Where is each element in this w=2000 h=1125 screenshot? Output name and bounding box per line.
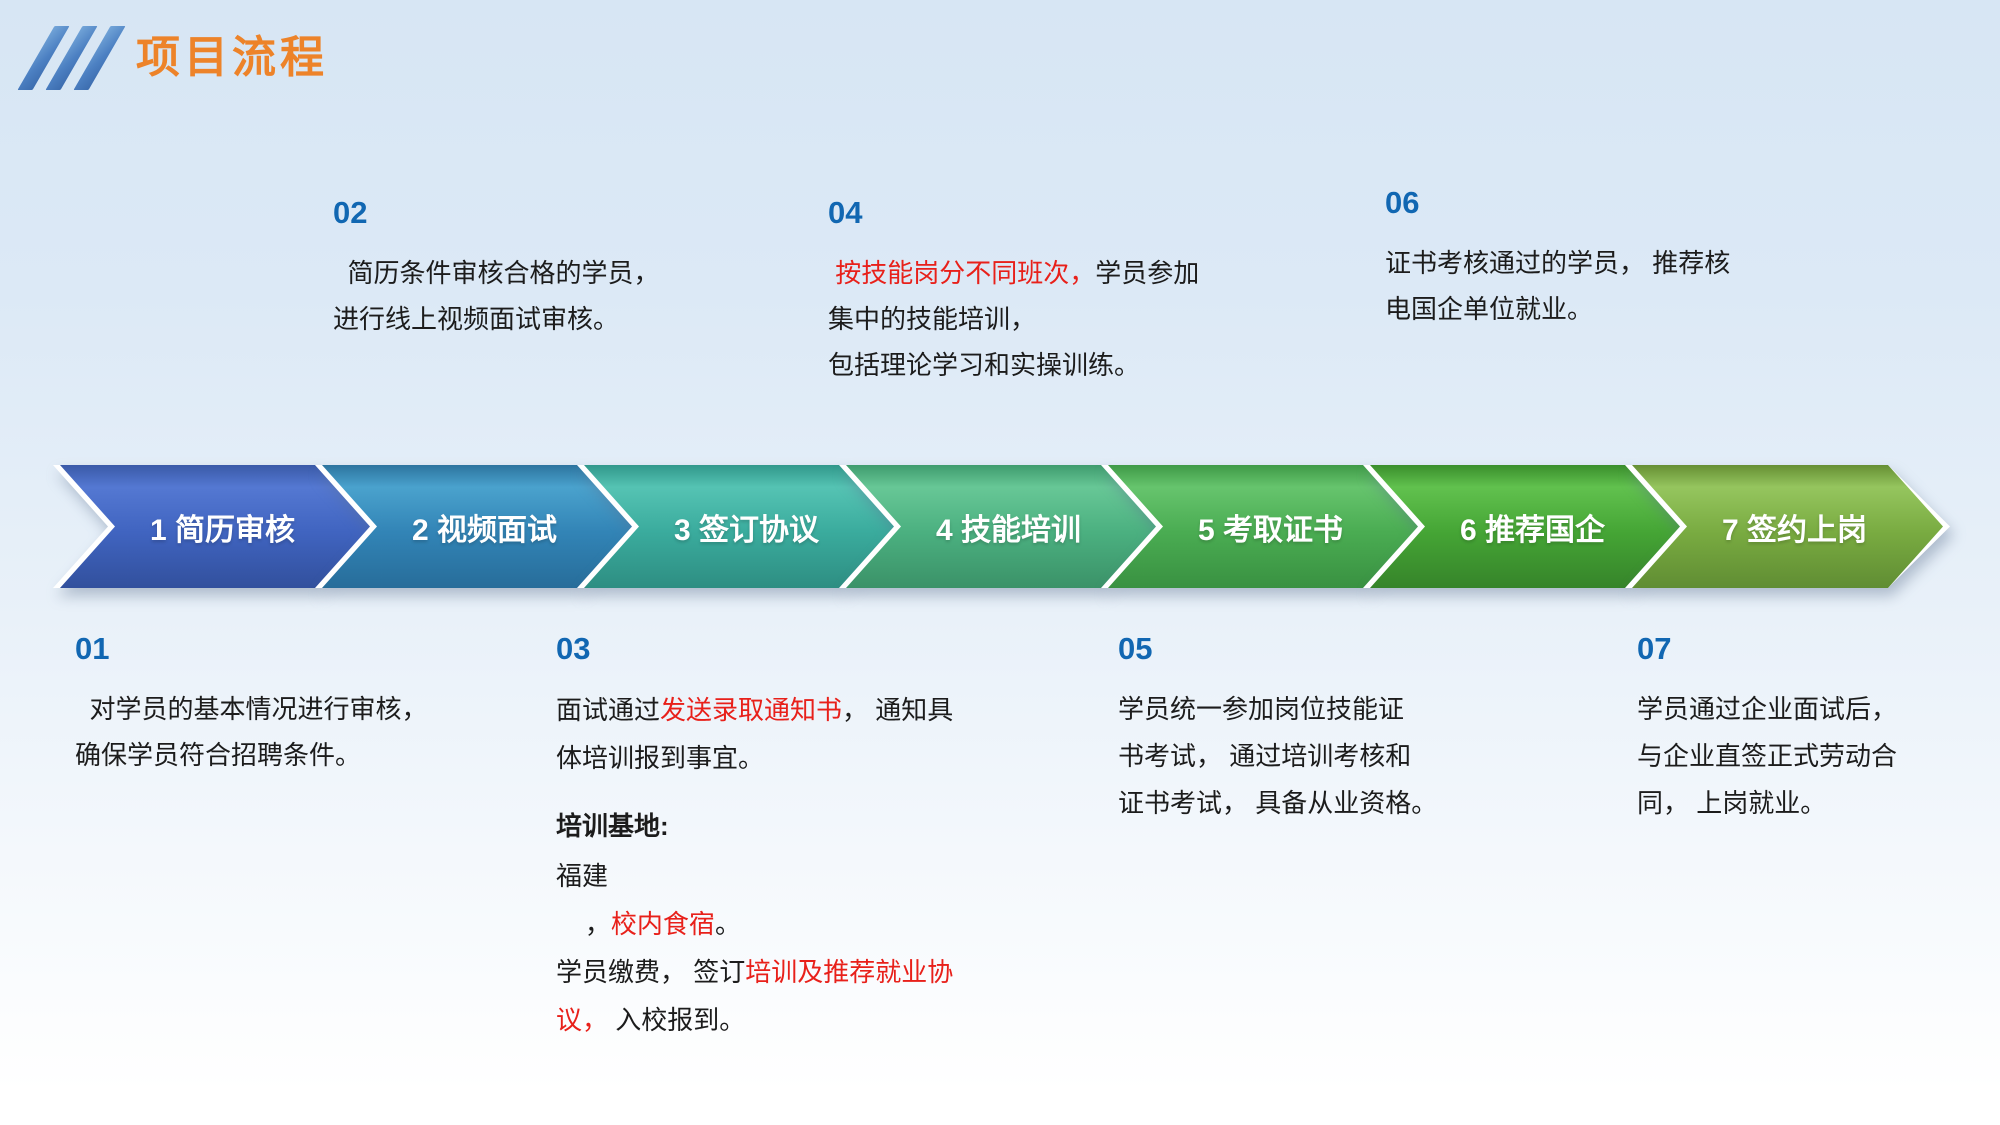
text-segment: 福建 [556,861,609,891]
text-line: 同， 上岗就业。 [1637,780,1977,827]
header: 项目流程 [14,22,328,94]
text-line: 确保学员符合招聘条件。 [75,732,545,778]
triple-slash-icon [14,22,126,94]
text-segment: 对学员的基本情况进行审核， [75,694,428,724]
text-line: 电国企单位就业。 [1385,286,1845,332]
text-segment: 包括理论学习和实操训练。 [828,350,1141,380]
text-line: 进行线上视频面试审核。 [333,296,813,342]
section-07: 07 学员通过企业面试后， 与企业直签正式劳动合 同， 上岗就业。 [1637,632,1977,827]
highlighted-text: 按技能岗分不同班次， [828,258,1096,288]
text-segment: 确保学员符合招聘条件。 [75,740,362,770]
step-label: 2 视频面试 [411,513,558,547]
text-line: 按技能岗分不同班次，学员参加 [828,250,1348,296]
text-line: 集中的技能培训， [828,296,1348,342]
text-segment: 入校报到。 [608,1005,746,1035]
text-segment: 学员缴费， 签订 [556,957,746,987]
text-line: 简历条件审核合格的学员， [333,250,813,296]
process-step-5-obtain-certificate: 5 考取证书 [1101,465,1426,588]
process-step-7-sign-onboard: 7 签约上岗 [1625,465,1950,588]
section-number: 01 [75,631,110,666]
text-segment: 集中的技能培训， [828,304,1037,334]
text-segment: ， [556,909,611,939]
section-06: 06 证书考核通过的学员， 推荐核 电国企单位就业。 [1385,186,1845,332]
process-step-3-sign-agreement: 3 签订协议 [577,465,902,588]
text-segment: 书考试， 通过培训考核和 [1118,741,1412,771]
step-label: 4 技能培训 [935,513,1082,547]
step-label: 7 签约上岗 [1721,513,1868,547]
section-number: 03 [556,631,591,666]
text-line: 证书考核通过的学员， 推荐核 [1385,240,1845,286]
text-line: 学员统一参加岗位技能证 [1118,686,1588,733]
text-line: 证书考试， 具备从业资格。 [1118,780,1588,827]
process-step-2-video-interview: 2 视频面试 [315,465,640,588]
process-step-4-skills-training: 4 技能培训 [839,465,1164,588]
text-segment: 进行线上视频面试审核。 [333,304,620,334]
text-line: 与企业直签正式劳动合 [1637,733,1977,780]
text-line: 面试通过发送录取通知书， 通知具 [556,686,1036,734]
text-segment: 同， 上岗就业。 [1637,788,1827,818]
text-segment: ， 通知具 [842,695,954,725]
process-flow-diagram: 1 简历审核 2 视频面试 3 签订协议 4 技能培训 5 考取证书 6 推荐国… [0,465,2000,588]
section-05: 05 学员统一参加岗位技能证 书考试， 通过培训考核和 证书考试， 具备从业资格… [1118,632,1588,827]
section-number: 06 [1385,185,1420,220]
step-label: 6 推荐国企 [1459,513,1606,547]
chevron-arrow: 7 签约上岗 [1632,465,1943,588]
step-label: 5 考取证书 [1197,513,1344,547]
step-label: 1 简历审核 [149,513,296,547]
section-number: 02 [333,195,368,230]
process-step-6-recommend-soe: 6 推荐国企 [1363,465,1688,588]
section-04: 04 按技能岗分不同班次，学员参加 集中的技能培训， 包括理论学习和实操训练。 [828,196,1348,388]
text-segment: 证书考核通过的学员， 推荐核 [1385,248,1731,278]
text-segment: 学员统一参加岗位技能证 [1118,694,1405,724]
highlighted-text: 发送录取通知书 [660,695,843,725]
page-title: 项目流程 [136,33,328,82]
text-segment: 体培训报到事宜。 [556,743,765,773]
text-line: 议， 入校报到。 [556,996,1036,1044]
text-segment: 证书考试， 具备从业资格。 [1118,788,1438,818]
text-line: ，校内食宿。 [556,900,1036,948]
text-segment: 与企业直签正式劳动合 [1637,741,1898,771]
text-segment: 学员参加 [1095,258,1200,288]
highlighted-text: 培训及推荐就业协 [745,957,954,987]
text-line: 书考试， 通过培训考核和 [1118,733,1588,780]
text-segment: 学员通过企业面试后， [1637,694,1898,724]
text-line: 体培训报到事宜。 [556,734,1036,782]
section-03: 03 面试通过发送录取通知书， 通知具 体培训报到事宜。 培训基地: 福建 ，校… [556,632,1036,1044]
text-segment: 培训基地: [556,811,669,841]
text-line: 福建 [556,852,1036,900]
text-line: 学员通过企业面试后， [1637,686,1977,733]
section-02: 02 简历条件审核合格的学员， 进行线上视频面试审核。 [333,196,813,342]
section-number: 07 [1637,631,1672,666]
section-01: 01 对学员的基本情况进行审核， 确保学员符合招聘条件。 [75,632,545,778]
highlighted-text: 校内食宿 [610,909,715,939]
step-label: 3 签订协议 [673,513,820,547]
text-line: 学员缴费， 签订培训及推荐就业协 [556,948,1036,996]
text-segment: 面试通过 [556,695,661,725]
text-line: 对学员的基本情况进行审核， [75,686,545,732]
text-segment: 简历条件审核合格的学员， [333,258,660,288]
training-base-heading: 培训基地: [556,802,1036,850]
process-step-1-resume-review: 1 简历审核 [53,465,378,588]
text-line: 包括理论学习和实操训练。 [828,342,1348,388]
text-segment: 电国企单位就业。 [1385,294,1594,324]
section-number: 04 [828,195,863,230]
section-number: 05 [1118,631,1153,666]
highlighted-text: 议， [556,1005,609,1035]
text-segment: 。 [714,909,741,939]
